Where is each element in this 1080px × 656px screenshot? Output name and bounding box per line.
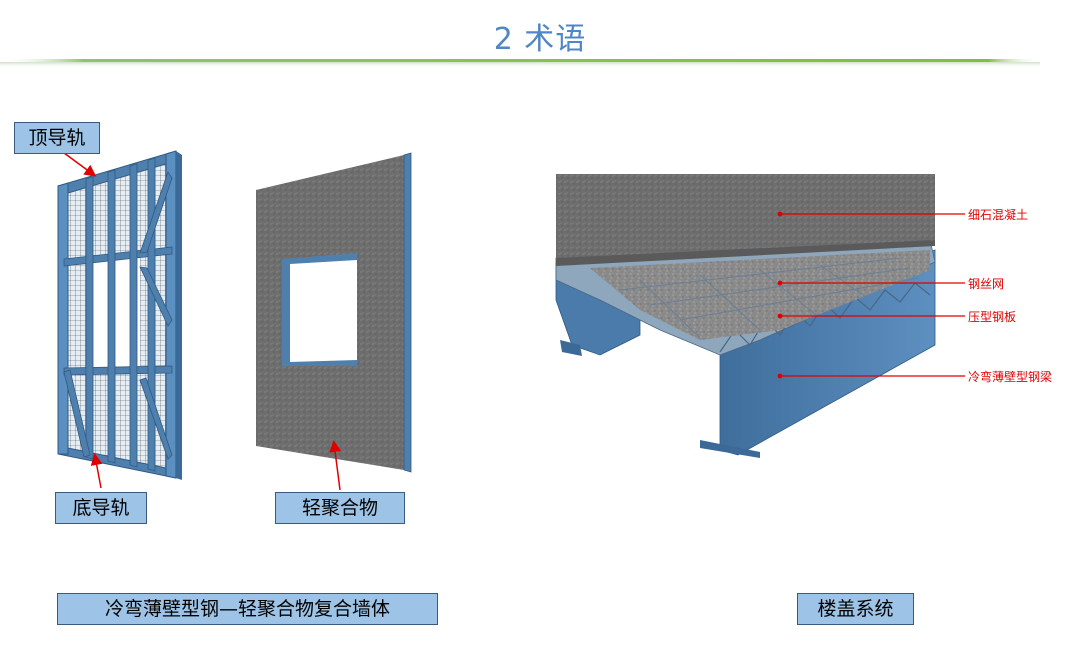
arrow-polymer [329, 440, 342, 491]
concrete-slab [556, 174, 935, 266]
floor-caption: 楼盖系统 [797, 593, 914, 625]
wall-caption: 冷弯薄壁型钢—轻聚合物复合墙体 [57, 593, 438, 625]
bottom-track-label: 底导轨 [55, 492, 147, 524]
callout-steel-beam: 冷弯薄壁型钢梁 [968, 370, 1053, 384]
polymer-wall-panel [256, 152, 412, 473]
arrow-bottom-track [90, 453, 103, 489]
callout-fine-concrete: 细石混凝土 [968, 208, 1029, 222]
callout-wire-mesh: 钢丝网 [968, 277, 1005, 291]
top-track-label: 顶导轨 [14, 122, 100, 154]
title-divider [0, 59, 1040, 68]
callout-profiled-deck: 压型钢板 [968, 310, 1017, 324]
arrow-top-track [59, 149, 97, 177]
steel-frame [57, 150, 182, 480]
window-opening [92, 253, 140, 373]
wire-mesh-layer [590, 250, 930, 340]
page-title: 2 术语 [493, 22, 587, 57]
polymer-label: 轻聚合物 [275, 492, 405, 524]
